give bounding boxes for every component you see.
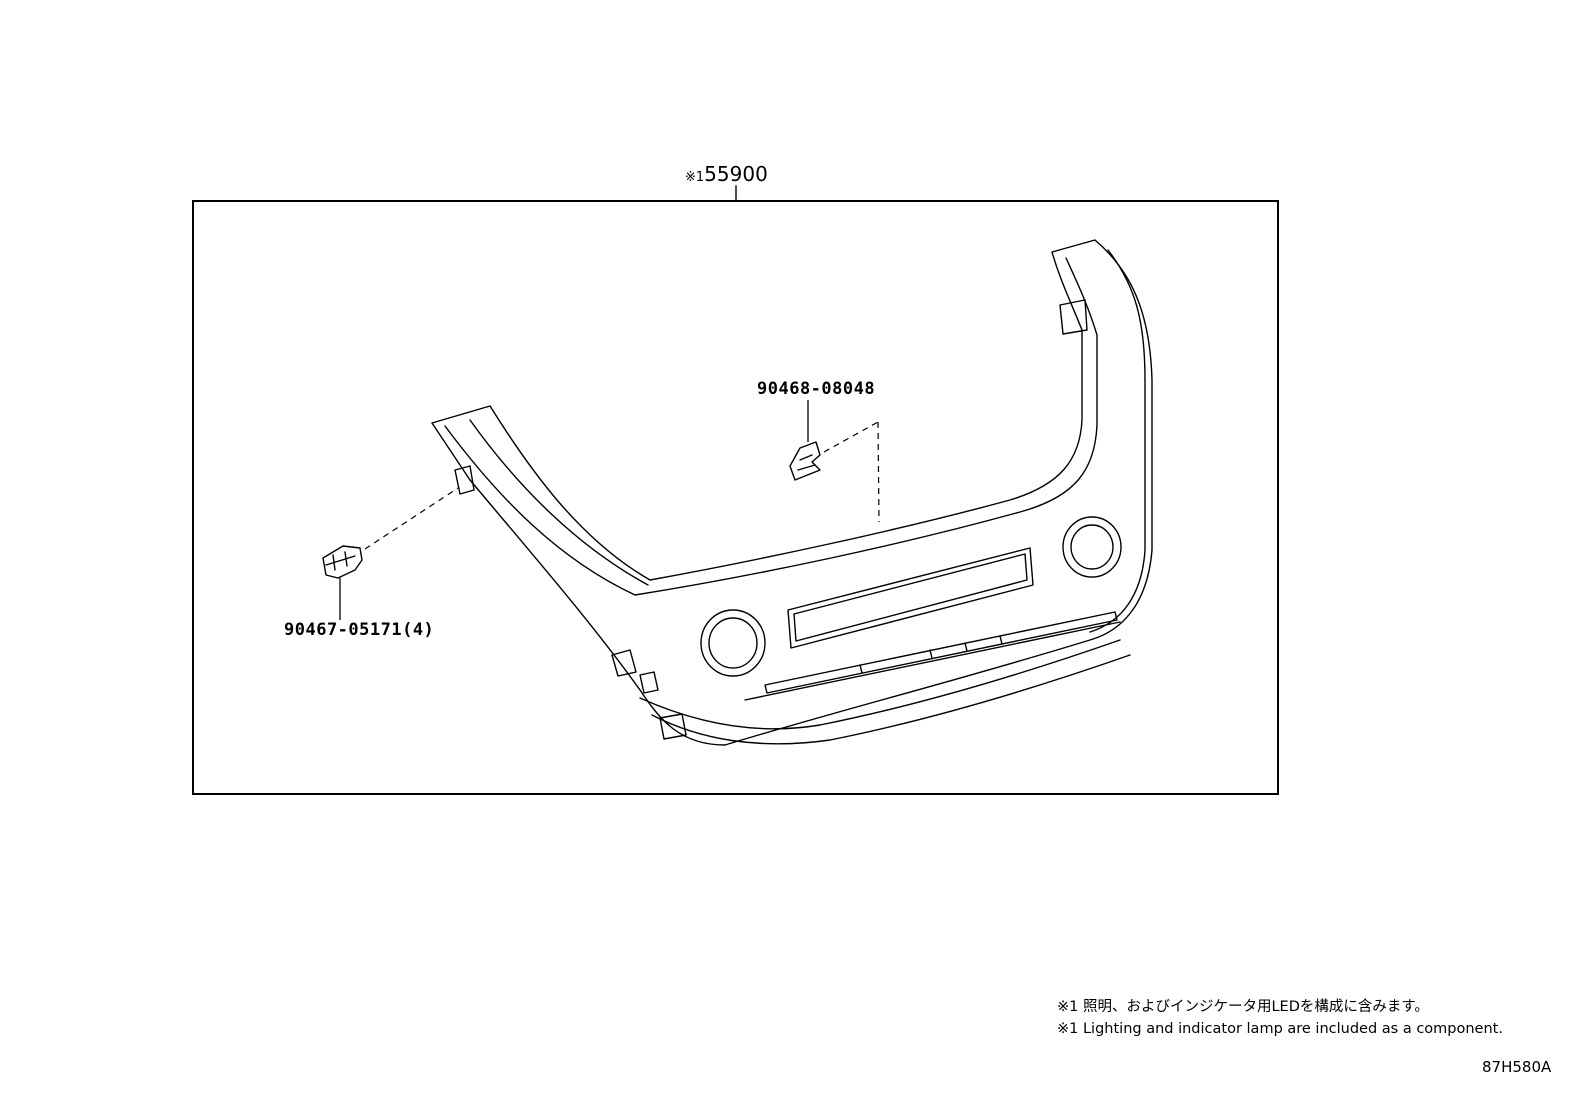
bezel-panel-outline [431, 239, 1153, 746]
right-knob [1062, 516, 1122, 578]
lower-clip-part [322, 545, 363, 579]
lower-clip-guide [364, 487, 459, 550]
upper-clip-guide-vertical [877, 421, 880, 523]
display-window-inner [793, 553, 1028, 642]
note-japanese: ※1 照明、およびインジケータ用LEDを構成に含みます。 [1057, 999, 1429, 1015]
button-strip [764, 611, 1118, 694]
main-part-label: ※155900 [685, 164, 768, 184]
bezel-inner-rim [469, 419, 649, 586]
bottom-tab [659, 713, 687, 740]
lower-clip-detail [325, 551, 356, 571]
bezel-lower-rim [639, 639, 1121, 730]
button-divider [859, 664, 863, 674]
main-part-number: 55900 [704, 162, 768, 186]
display-window [787, 547, 1034, 649]
bezel-right-rim [1089, 249, 1146, 633]
callout-upper-clip: 90468-08048 [757, 379, 876, 399]
bezel-inner-contour [444, 257, 1098, 596]
left-knob-inner [708, 617, 758, 669]
note-english: ※1 Lighting and indicator lamp are inclu… [1057, 1021, 1503, 1037]
callout-lower-clip: 90467-05171(4) [284, 620, 435, 640]
main-part-mark: ※1 [685, 170, 705, 185]
left-knob [700, 609, 766, 677]
top-right-tab [1059, 299, 1088, 335]
reference-code: 87H580A [1482, 1058, 1552, 1076]
assembly-frame [192, 200, 1279, 795]
button-divider [929, 649, 933, 659]
upper-clip-part [789, 441, 821, 481]
left-tab-lower [639, 671, 659, 694]
button-divider [964, 642, 968, 652]
left-clip-seat [454, 465, 475, 495]
button-strip-lower [744, 621, 1121, 701]
upper-clip-detail [797, 454, 816, 471]
bezel-bottom-edge [651, 654, 1131, 745]
left-tab [611, 649, 637, 677]
button-divider [999, 635, 1003, 645]
right-knob-inner [1070, 524, 1114, 570]
